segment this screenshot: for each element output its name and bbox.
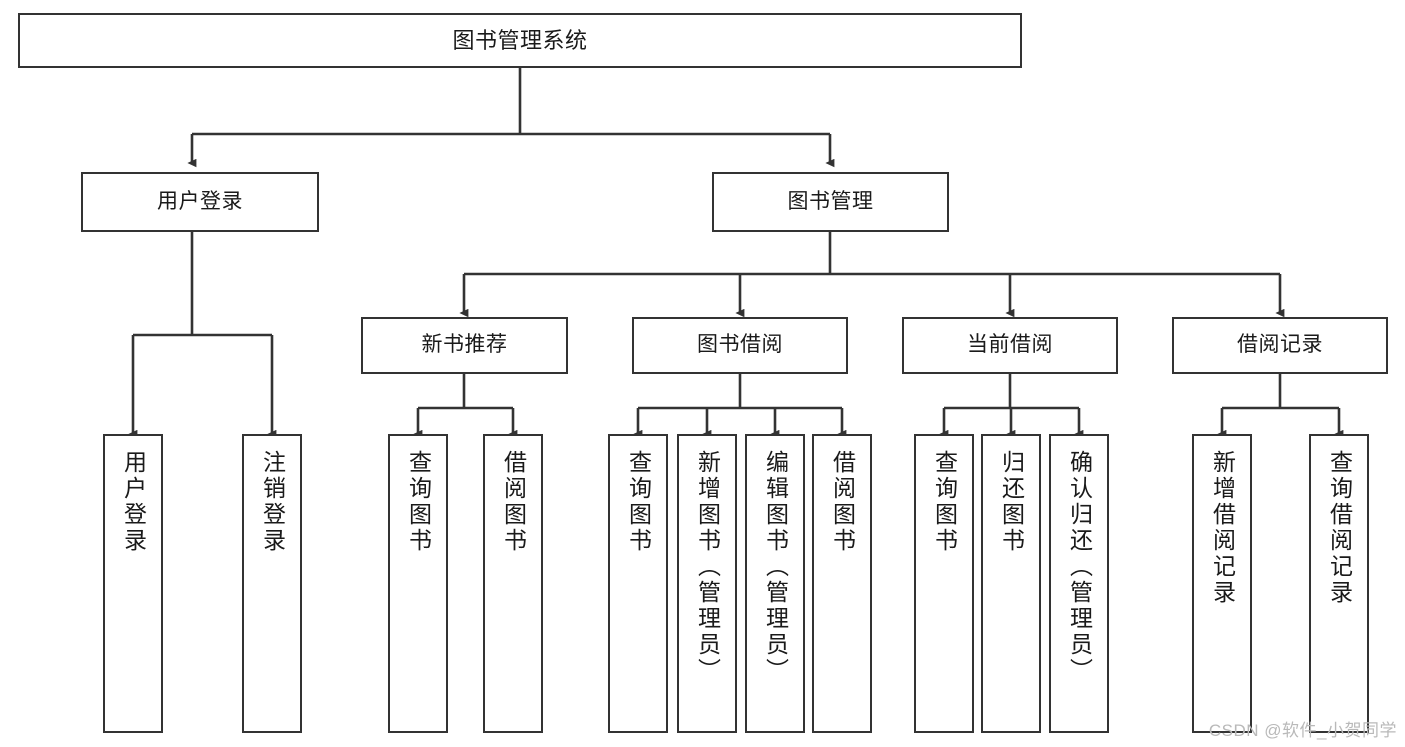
leaf-query-book-2[interactable]: 查询图书: [608, 434, 668, 733]
leaf-query-book-1[interactable]: 查询图书: [388, 434, 448, 733]
leaf-logout-login[interactable]: 注销登录: [242, 434, 302, 733]
node-book-management-label: 图书管理: [787, 189, 874, 213]
node-user-login-label: 用户登录: [157, 189, 243, 213]
node-current-borrow[interactable]: 当前借阅: [902, 317, 1118, 374]
node-new-book-recommend[interactable]: 新书推荐: [361, 317, 568, 374]
leaf-query-record-label: 查询借阅记录: [1326, 450, 1353, 606]
leaf-query-book-2-label: 查询图书: [625, 450, 652, 554]
leaf-user-login-label: 用户登录: [120, 450, 147, 554]
leaf-edit-book[interactable]: 编辑图书（管理员）: [745, 434, 805, 733]
leaf-return-book[interactable]: 归还图书: [981, 434, 1041, 733]
node-book-management[interactable]: 图书管理: [712, 172, 949, 232]
leaf-add-book-label: 新增图书（管理员）: [694, 450, 721, 684]
node-borrow-record-label: 借阅记录: [1237, 333, 1323, 357]
leaf-borrow-book-2-label: 借阅图书: [829, 450, 856, 554]
leaf-query-record[interactable]: 查询借阅记录: [1309, 434, 1369, 733]
node-root[interactable]: 图书管理系统: [18, 13, 1022, 68]
node-user-login[interactable]: 用户登录: [81, 172, 319, 232]
node-book-borrow-label: 图书借阅: [697, 333, 783, 357]
leaf-confirm-return-label: 确认归还（管理员）: [1066, 450, 1093, 684]
leaf-query-book-3[interactable]: 查询图书: [914, 434, 974, 733]
node-book-borrow[interactable]: 图书借阅: [632, 317, 848, 374]
leaf-query-book-1-label: 查询图书: [405, 450, 432, 554]
node-root-label: 图书管理系统: [452, 27, 588, 53]
node-current-borrow-label: 当前借阅: [967, 333, 1053, 357]
node-new-book-recommend-label: 新书推荐: [421, 333, 508, 357]
leaf-add-record[interactable]: 新增借阅记录: [1192, 434, 1252, 733]
leaf-borrow-book-1[interactable]: 借阅图书: [483, 434, 543, 733]
leaf-edit-book-label: 编辑图书（管理员）: [762, 450, 789, 684]
leaf-query-book-3-label: 查询图书: [931, 450, 958, 554]
leaf-return-book-label: 归还图书: [998, 450, 1025, 554]
leaf-add-book[interactable]: 新增图书（管理员）: [677, 434, 737, 733]
leaf-borrow-book-2[interactable]: 借阅图书: [812, 434, 872, 733]
watermark: CSDN @软件_小贺同学: [1208, 721, 1397, 740]
leaf-borrow-book-1-label: 借阅图书: [500, 450, 527, 554]
leaf-add-record-label: 新增借阅记录: [1209, 450, 1236, 606]
node-borrow-record[interactable]: 借阅记录: [1172, 317, 1388, 374]
leaf-user-login[interactable]: 用户登录: [103, 434, 163, 733]
leaf-logout-login-label: 注销登录: [259, 450, 286, 554]
leaf-confirm-return[interactable]: 确认归还（管理员）: [1049, 434, 1109, 733]
